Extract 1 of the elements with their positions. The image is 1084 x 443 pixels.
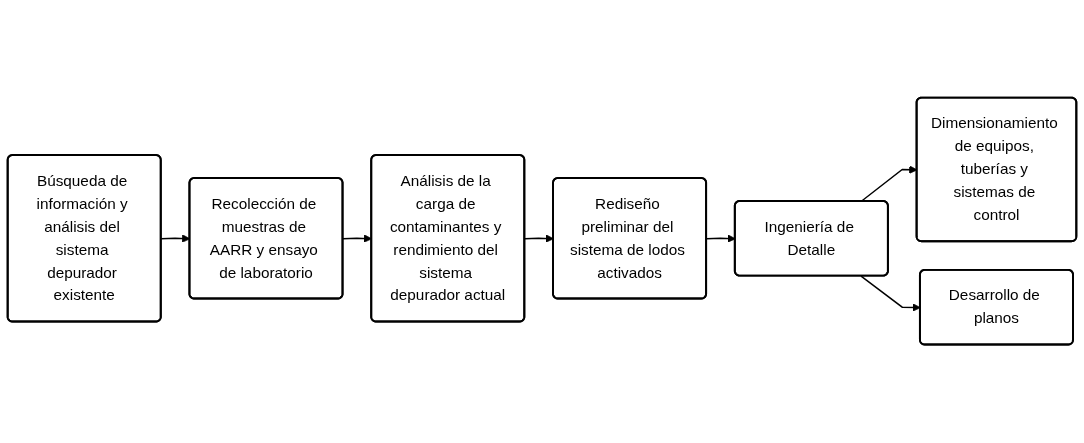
arrow [524, 234, 554, 244]
